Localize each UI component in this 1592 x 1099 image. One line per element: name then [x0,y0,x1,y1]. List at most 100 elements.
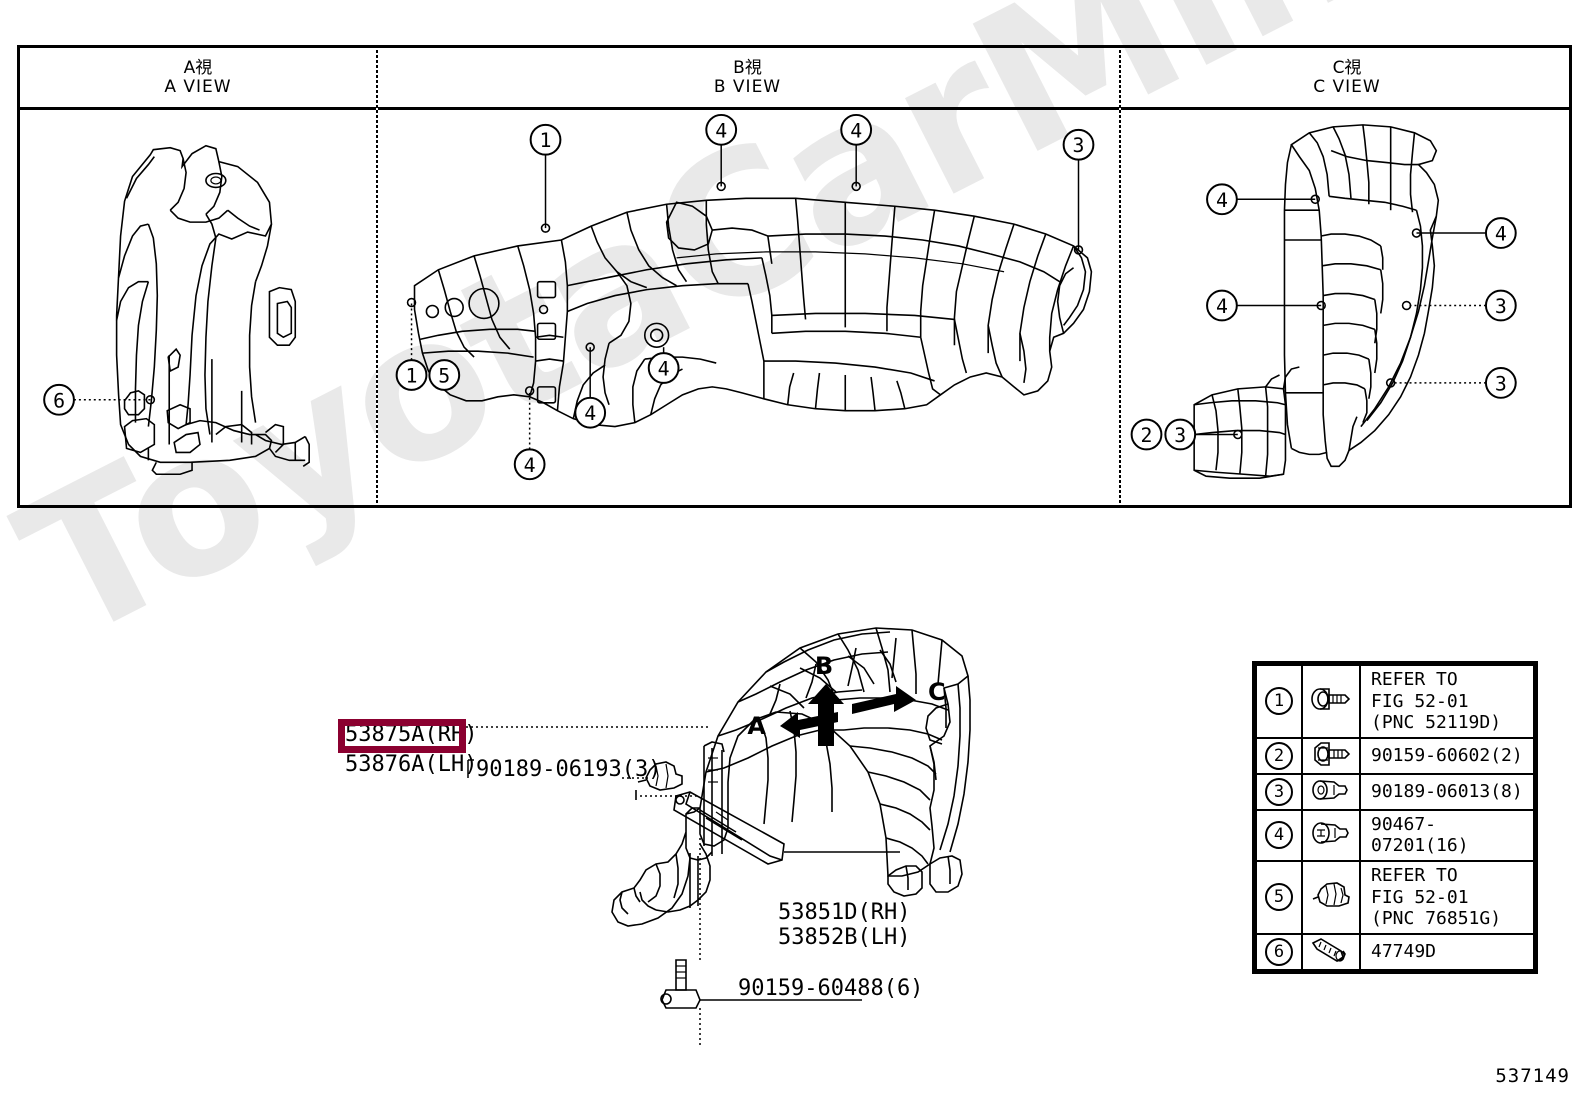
callout-number: 1 [1265,687,1293,716]
view-c-callout-3-bottom: 3 [1164,418,1243,451]
legend-row-6: 6 47749D [1255,932,1535,971]
callout-label: 4 [584,402,596,425]
legend-row-2: 2 90159-60602(2) [1255,736,1535,775]
view-body-a: 6 [20,107,376,505]
callout-number: 2 [1265,741,1293,770]
legend-num-cell: 4 [1255,808,1303,862]
view-c-callout-3-right-mid: 3 [1401,289,1517,322]
legend-rows: 1 REFER TO FIG 52-01 (PNC 52119D) [1255,664,1535,971]
callout-label: 1 [540,129,552,152]
legend-num-cell: 6 [1255,932,1303,971]
bracket-number-rh: 53851D(RH) [778,900,911,925]
callout-label: 3 [1495,295,1507,318]
callout-label: 2 [1141,424,1153,447]
legend-table: 1 REFER TO FIG 52-01 (PNC 52119D) [1252,661,1538,974]
view-c-jp-label: C視 [1332,58,1362,79]
legend-text: REFER TO FIG 52-01 (PNC 52119D) [1359,664,1535,739]
bolt-callout [660,959,862,1009]
view-b-en-label: B VIEW [713,76,782,97]
callout-number: 6 [1265,937,1293,966]
part-number-lh: 53876A(LH) [345,752,478,777]
view-header-a: A視 A VIEW [20,48,376,107]
main-assembly-area: B C A [0,508,1592,1099]
callout-label: 4 [850,119,862,142]
arrow-a-label: A [747,712,766,740]
view-b-callout-3-right: 3 [1062,128,1095,255]
part-number-rh: 53875A(RH) [345,722,478,747]
direction-arrows: B C A [747,652,946,746]
views-frame: A視 A VIEW B視 B VIEW C視 C VIEW [17,45,1572,508]
assembly-axis [635,790,701,1048]
view-a-jp-label: A視 [183,58,213,79]
push-clip-icon [1301,772,1361,811]
view-b-callout-1-top: 1 [529,123,562,233]
callout-label: 3 [1073,134,1085,157]
view-b-callout-4-bottom-mid: 4 [574,342,607,429]
legend-row-5: 5 REFER TO FIG 52-01 (PNC 76851G) [1255,859,1535,935]
view-header-c: C視 C VIEW [1119,48,1575,107]
legend-row-1: 1 REFER TO FIG 52-01 (PNC 52119D) [1255,664,1535,739]
fender-liner-b-drawing [413,197,1093,428]
highlight-box [338,719,466,753]
retainer-clip-icon [1301,859,1361,935]
bolt-flange-icon [1301,736,1361,775]
legend-num-cell: 5 [1255,859,1303,935]
callout-number: 5 [1265,883,1293,912]
view-b-jp-label: B視 [733,58,762,79]
clip-callout-90189 [467,759,683,791]
fender-liner-main-drawing [611,627,971,927]
view-a-callout-6: 6 [43,383,156,416]
callout-label: 6 [53,389,65,412]
view-b-callout-4-top-left: 4 [705,113,738,192]
callout-number: 3 [1265,777,1293,806]
arrow-a: A [747,712,838,740]
legend-text: 90189-06013(8) [1359,772,1535,811]
header-rule [17,107,1572,110]
view-header-b: B視 B VIEW [376,48,1119,107]
legend-text: 90159-60602(2) [1359,736,1535,775]
clip-part-number: 90189-06193(3) [476,757,662,782]
view-c-callout-4-left-mid: 4 [1206,289,1326,322]
view-c-callout-2-bottom: 2 [1130,418,1163,451]
screw-icon [1301,932,1361,971]
callout-number: 4 [1265,821,1293,850]
bolt-part-number: 90159-60488(6) [738,976,924,1001]
callout-label: 4 [1495,223,1507,246]
view-c-en-label: C VIEW [1313,76,1381,97]
legend-num-cell: 3 [1255,772,1303,811]
panel-divider-1 [376,45,378,508]
callout-label: 4 [1216,295,1228,318]
callout-label: 3 [1495,372,1507,395]
callout-label: 4 [524,454,536,477]
legend-row-3: 3 90189-06013(8) [1255,772,1535,811]
view-a-en-label: A VIEW [164,76,232,97]
arrow-b-label: B [815,652,833,680]
view-b-callout-4-top-right: 4 [840,113,873,192]
view-body-b: 1 4 4 3 [376,107,1119,505]
view-c-callout-3-right-low: 3 [1385,367,1517,399]
view-c-callout-4-right-top: 4 [1411,217,1517,249]
bolt-washer-icon [1301,664,1361,739]
view-b-callout-5-left: 5 [428,359,461,391]
legend-text: REFER TO FIG 52-01 (PNC 76851G) [1359,859,1535,935]
callout-label: 3 [1174,424,1186,447]
fender-liner-a-drawing [115,144,310,476]
fender-liner-c-drawing [1193,124,1440,479]
legend-num-cell: 1 [1255,664,1303,739]
panel-divider-2 [1119,45,1121,508]
bracket-number-lh: 53852B(LH) [778,925,911,950]
legend-num-cell: 2 [1255,736,1303,775]
view-b-callout-4-bottom-left: 4 [513,386,546,481]
callout-label: 4 [715,119,727,142]
legend-text: 90467-07201(16) [1359,808,1535,862]
figure-id: 537149 [1495,1065,1570,1087]
bracket-callout [673,791,900,865]
callout-label: 5 [438,364,450,387]
view-c-callout-4-left-top: 4 [1206,183,1321,216]
arrow-c-label: C [928,678,946,706]
view-b-callout-4-bottom-right: 4 [647,347,680,384]
legend-row-4: 4 90467-07201(16) [1255,808,1535,862]
callout-label: 4 [1216,189,1228,212]
callout-label: 1 [406,364,418,387]
